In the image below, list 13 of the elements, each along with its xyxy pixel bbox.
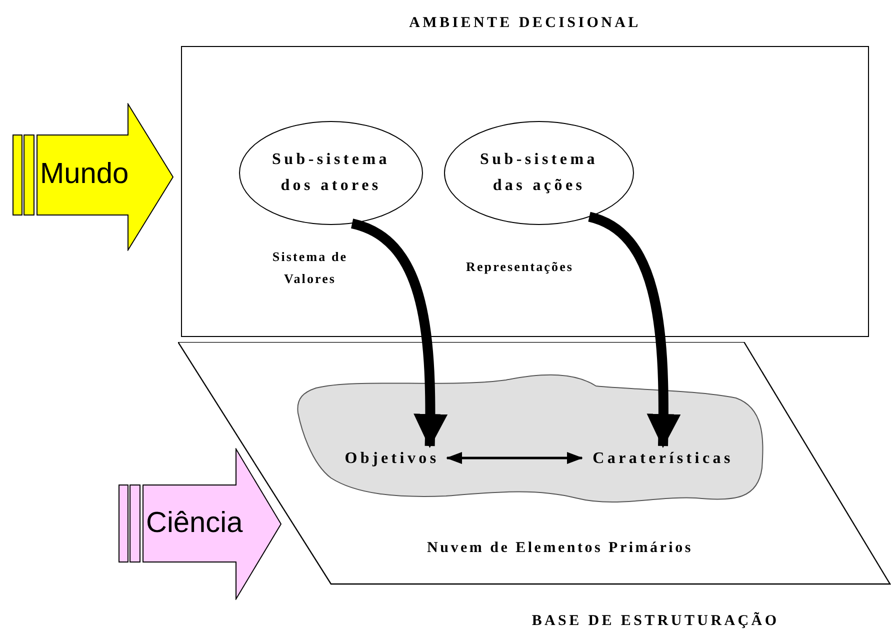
section-heading: BASE DE ESTRUTURAÇÃO — [530, 611, 780, 631]
arrow — [446, 452, 583, 464]
annotation-text: Sistema de Valores — [271, 248, 349, 288]
element-label: Objetivos — [338, 447, 446, 469]
cloud-caption: Nuvem de Elementos Primários — [426, 539, 694, 558]
section-heading: AMBIENTE DECISIONAL — [408, 14, 642, 33]
arrow — [350, 218, 448, 448]
arrow — [588, 212, 680, 448]
element-label: Caraterísticas — [583, 447, 743, 469]
decision-environment-box — [181, 46, 869, 337]
subsystem-ellipse: Sub-sistema dos atores — [239, 121, 423, 225]
subsystem-ellipse: Sub-sistema das ações — [444, 121, 634, 225]
annotation-text: Representações — [466, 258, 575, 276]
